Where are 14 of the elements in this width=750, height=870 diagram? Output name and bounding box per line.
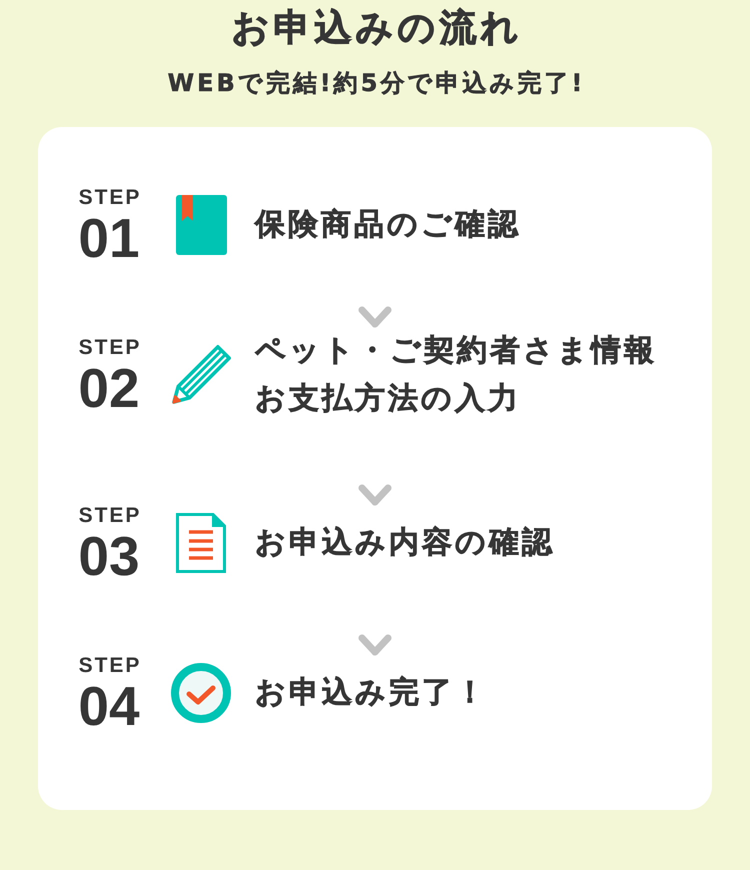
step-number: 02 (78, 363, 140, 413)
step-text: 保険商品のご確認 (255, 206, 521, 244)
step-text: お申込み完了！ (255, 674, 488, 712)
step-text: お申込み内容の確認 (255, 524, 555, 562)
step-label: STEP (78, 655, 142, 677)
step-number: 04 (78, 681, 140, 731)
step-label: STEP (78, 505, 142, 527)
step-number: 03 (78, 531, 140, 581)
subtitle: WEBで完結!約5分で申込み完了! (166, 68, 586, 98)
step-text: ペット・ご契約者さま情報お支払方法の入力 (255, 332, 657, 418)
step-label: STEP (78, 187, 142, 209)
step-number: 01 (78, 213, 140, 263)
page-title: お申込みの流れ (230, 6, 522, 50)
step-label: STEP (78, 337, 142, 359)
